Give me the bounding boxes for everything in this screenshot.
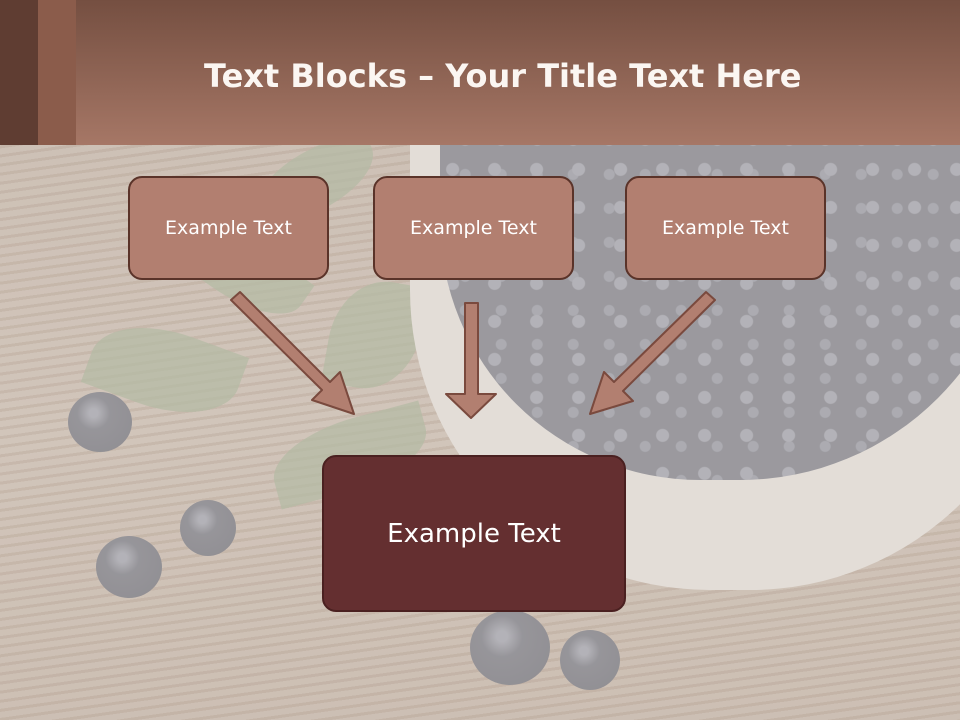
result-text-block-label: Example Text [387,518,561,549]
title-rest: Your Title Text Here [445,57,802,95]
header-accent-stripe [38,0,76,145]
result-text-block[interactable]: Example Text [322,455,626,612]
text-block-2[interactable]: Example Text [373,176,574,280]
title-bold: Text Blocks [204,57,407,95]
text-block-3[interactable]: Example Text [625,176,826,280]
slide-title: Text Blocks – Your Title Text Here [204,54,801,98]
text-block-3-label: Example Text [662,217,789,239]
text-block-2-label: Example Text [410,217,537,239]
arrow-right [589,291,716,415]
header-accent-stripe [0,0,38,145]
arrow-left [230,291,355,415]
text-block-1[interactable]: Example Text [128,176,329,280]
text-block-1-label: Example Text [165,217,292,239]
title-bar: Text Blocks – Your Title Text Here [0,0,960,145]
title-separator: – [407,57,446,95]
arrow-center [445,302,497,419]
